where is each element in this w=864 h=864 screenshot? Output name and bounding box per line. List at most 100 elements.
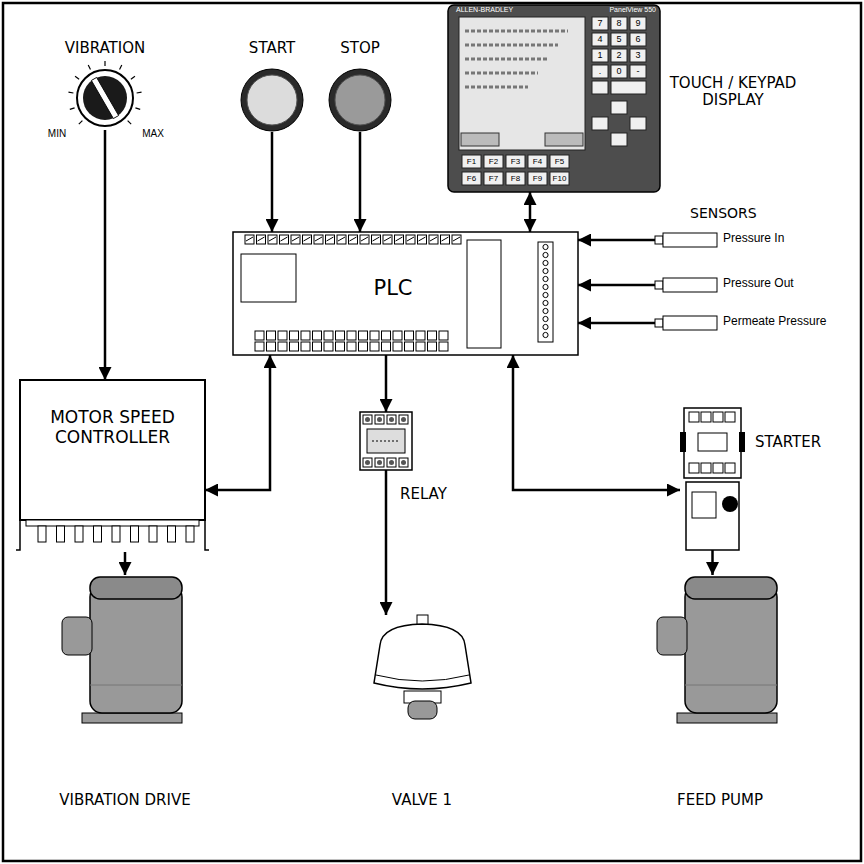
key-label: 7 [592, 17, 608, 30]
terminal-screw [389, 460, 394, 465]
terminal-screw [543, 300, 548, 305]
terminal [395, 235, 404, 244]
terminal-screw [543, 260, 548, 265]
terminal [290, 331, 299, 340]
function-key [550, 172, 569, 185]
knob-pointer [91, 77, 118, 118]
terminal [313, 331, 322, 340]
node-label: STOP [310, 40, 410, 57]
function-key-label: F9 [528, 172, 547, 185]
pressure-sensor: Pressure In [655, 233, 717, 247]
shape-group [655, 278, 717, 292]
terminal-screw [350, 237, 357, 241]
terminal-screw [396, 237, 403, 241]
key [611, 33, 627, 46]
function-key [484, 172, 503, 185]
node-label: Pressure Out [723, 277, 863, 291]
motor-endcap [90, 577, 182, 599]
motor-body [685, 585, 777, 713]
node-label: VALVE 1 [322, 792, 522, 809]
terminal-screw [419, 237, 426, 241]
soft-key [545, 133, 583, 146]
shape-group [68, 61, 141, 126]
function-key-label: F5 [550, 155, 569, 168]
terminal [387, 415, 396, 424]
key-label: 0 [611, 65, 627, 78]
display-screen [459, 17, 585, 150]
signal-arrow [578, 284, 655, 287]
terminal [393, 342, 402, 351]
pressure-sensor: Permeate Pressure [655, 316, 717, 330]
shape-group [329, 69, 391, 131]
plc-cover [241, 254, 296, 302]
function-key-label: F8 [506, 172, 525, 185]
terminal [701, 412, 711, 422]
terminal-screw [377, 417, 382, 422]
terminal [416, 331, 425, 340]
function-key [506, 172, 525, 185]
terminal [245, 235, 254, 244]
terminal-screw [304, 237, 311, 241]
key [592, 33, 608, 46]
node-label: TOUCH / KEYPAD DISPLAY [668, 75, 798, 110]
shape-group [62, 577, 182, 723]
node-label: START [222, 40, 322, 57]
touch-display-shape [448, 5, 660, 192]
scale-tick [79, 121, 83, 125]
signal-arrow [124, 552, 127, 575]
scale-tick [120, 65, 122, 69]
shape-group [680, 408, 745, 550]
terminal [428, 342, 437, 351]
signal-arrow [359, 132, 362, 232]
terminal [347, 342, 356, 351]
key [611, 49, 627, 62]
frame-rect [3, 3, 861, 861]
pressure-sensor-shape [655, 316, 717, 330]
key [630, 65, 646, 78]
heatsink-fin [131, 526, 139, 542]
terminal [336, 342, 345, 351]
key [630, 17, 646, 30]
terminal [370, 342, 379, 351]
terminal [301, 331, 310, 340]
terminal [452, 235, 461, 244]
scale-tick [75, 76, 79, 79]
valve-actuator: VALVE 1 [370, 615, 475, 720]
relay-face [367, 429, 405, 453]
key-label: 2 [611, 49, 627, 62]
function-key-label: F10 [550, 172, 569, 185]
key-label: 4 [592, 33, 608, 46]
terminal [372, 235, 381, 244]
screen-line [465, 44, 558, 47]
overload-face [692, 492, 716, 518]
key-label: . [592, 65, 608, 78]
node-label: MOTOR SPEED CONTROLLER [50, 408, 175, 447]
vibration-knob: VIBRATION [70, 40, 140, 130]
terminal-screw [401, 460, 406, 465]
reset-knob [722, 496, 738, 512]
sensor-tip [655, 319, 663, 327]
signal-arrow [104, 130, 107, 380]
function-key [506, 155, 525, 168]
valve-actuator [374, 624, 471, 689]
terminal [363, 458, 372, 467]
arrow-key [630, 117, 646, 130]
shape-group [233, 232, 578, 355]
node-label: VIBRATION DRIVE [25, 792, 225, 809]
terminal [267, 342, 276, 351]
shape-group [655, 316, 717, 330]
terminal [701, 463, 711, 473]
display-housing [448, 5, 660, 192]
sensor-body [663, 278, 717, 292]
screen-line [465, 86, 528, 89]
terminal-screw [281, 237, 288, 241]
node-label: Pressure In [723, 232, 863, 246]
terminal [363, 415, 372, 424]
terminal [291, 235, 300, 244]
knob-cap [83, 76, 127, 120]
key-label: 1 [592, 49, 608, 62]
key [630, 33, 646, 46]
terminal-screw [365, 417, 370, 422]
key-label: 8 [611, 17, 627, 30]
